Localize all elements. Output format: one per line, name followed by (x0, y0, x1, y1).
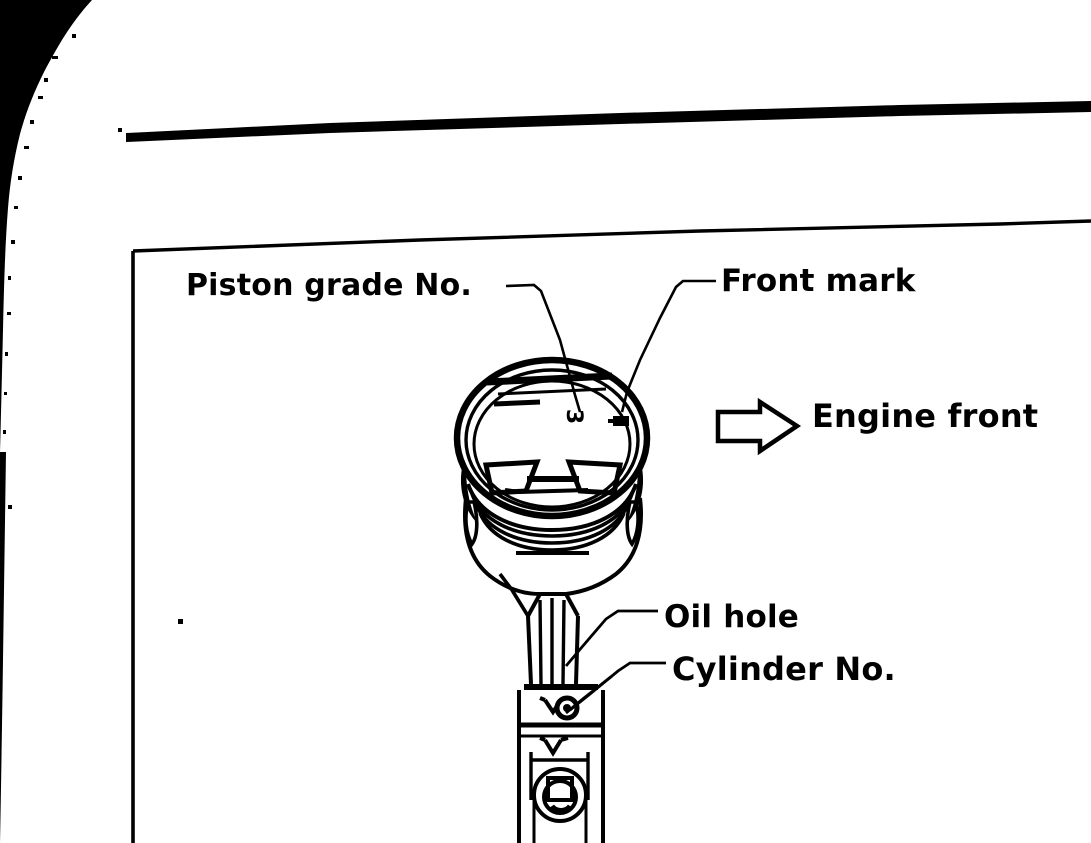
header-rule-top (126, 101, 1091, 142)
callout-label-cylinder-no: Cylinder No. (672, 650, 896, 688)
callout-label-piston-grade-no: Piston grade No. (186, 268, 472, 303)
rod-big-end (517, 684, 605, 790)
connecting-rod-shank (498, 572, 580, 685)
callout-label-oil-hole: Oil hole (664, 599, 800, 635)
callout-label-front-mark: Front mark (721, 263, 916, 299)
rod-bearing-cap (517, 752, 605, 843)
piston-illustration (453, 356, 651, 843)
scan-speckles (8, 128, 183, 624)
piston-grade-number-marking: 3 (561, 408, 587, 425)
scan-edge-artifact (0, 0, 92, 843)
oil-hole-circle (554, 695, 580, 721)
leader-front-mark (620, 279, 716, 413)
leader-cylinder-no (565, 661, 666, 715)
figure-box-border (131, 219, 1091, 843)
front-mark-notch (608, 416, 629, 426)
leader-piston-grade (505, 283, 582, 413)
arrow-right-outline-icon (715, 397, 802, 456)
callout-label-engine-front: Engine front (812, 397, 1039, 435)
